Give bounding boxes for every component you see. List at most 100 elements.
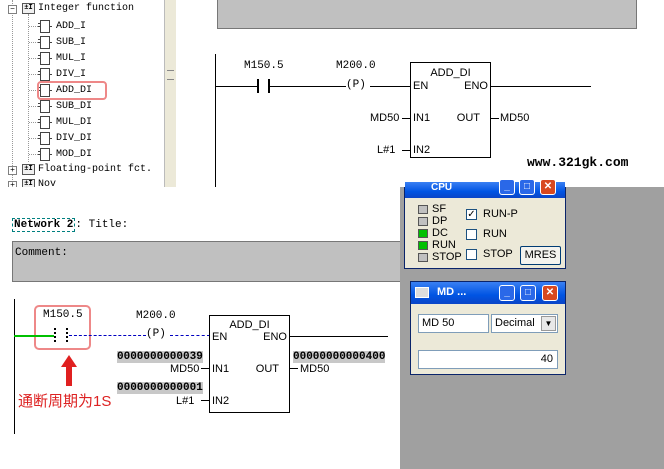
format-select-value: Decimal — [495, 317, 535, 329]
tree-item-mul-i[interactable]: MUL_I — [29, 50, 87, 66]
network-label[interactable]: Network 2 — [12, 218, 76, 232]
mode-label-run: RUN — [483, 228, 507, 240]
function-block-icon — [38, 67, 52, 81]
mode-checkbox-run-p[interactable]: ✓ — [466, 209, 477, 220]
contact-left-bar[interactable] — [257, 79, 259, 93]
value-field[interactable]: 40 — [418, 350, 558, 369]
eno-pin: ENO — [263, 331, 287, 343]
ladder-editor-bottom: Network 2: Title: Comment: M150.5 M200.0… — [0, 187, 402, 469]
highlight-box — [37, 81, 107, 100]
in1-operand[interactable]: MD50 — [370, 112, 400, 124]
en-pin: EN — [212, 331, 228, 343]
in2-status-value: 0000000000001 — [117, 382, 203, 394]
watermark: www.321gk.com — [527, 155, 629, 170]
tree-item-mod-di[interactable]: MOD_DI — [29, 146, 93, 162]
expand-icon[interactable]: + — [8, 181, 17, 187]
tree-item-add-i[interactable]: ADD_I — [29, 18, 87, 34]
out-status-value: 00000000000400 — [293, 351, 386, 363]
out-pin: OUT — [255, 363, 279, 375]
add-di-box[interactable]: ADD_DI EN ENO IN1 OUT IN2 — [410, 62, 491, 158]
comment-area[interactable]: Comment: — [12, 241, 402, 282]
contact-right-bar[interactable] — [268, 79, 270, 93]
led-stop — [418, 253, 428, 262]
maximize-icon[interactable]: □ — [520, 285, 536, 301]
tree-item-mul-di[interactable]: MUL_DI — [29, 114, 93, 130]
tree-item-label: ADD_I — [56, 20, 87, 32]
comment-area[interactable] — [217, 0, 637, 29]
led-dp — [418, 217, 428, 226]
tree-item-label: MOD_DI — [56, 148, 93, 160]
window-title: MD ... — [437, 286, 467, 298]
folder-icon: ±I — [22, 164, 35, 175]
expand-icon[interactable]: + — [8, 166, 17, 175]
tree-item-label: MUL_DI — [56, 116, 93, 128]
tree-item-label: ADD_DI — [56, 84, 93, 96]
led-label-dc: DC — [432, 227, 448, 239]
highlight-box — [34, 305, 91, 350]
power-rail — [14, 299, 15, 434]
contact-left-bar[interactable] — [54, 328, 56, 342]
minimize-icon[interactable]: _ — [499, 285, 515, 301]
led-label-stop: STOP — [432, 251, 462, 263]
in2-operand[interactable]: L#1 — [176, 395, 195, 407]
out-operand[interactable]: MD50 — [500, 112, 530, 124]
mode-checkbox-run[interactable] — [466, 229, 477, 240]
md-titlebar[interactable]: MD ... _ □ ✕ — [411, 282, 565, 304]
pulse-address: M200.0 — [136, 310, 176, 322]
pulse-coil[interactable]: (P) — [346, 79, 366, 91]
en-pin: EN — [413, 80, 429, 92]
tree-scrollbar[interactable] — [164, 0, 176, 187]
mode-label-stop: STOP — [483, 248, 513, 260]
chevron-down-icon[interactable]: ▼ — [541, 316, 556, 331]
tree-item-add-di[interactable]: ADD_DI — [29, 82, 93, 98]
contact-right-bar[interactable] — [66, 328, 68, 342]
window-title: CPU — [431, 182, 453, 193]
function-block-icon — [38, 19, 52, 33]
close-icon[interactable]: ✕ — [540, 179, 556, 195]
out-status-digits: 0000000000040 — [293, 351, 379, 363]
in1-operand[interactable]: MD50 — [170, 363, 200, 375]
collapse-icon[interactable]: − — [8, 5, 17, 14]
tree-item-label: MUL_I — [56, 52, 87, 64]
tree-item-label: DIV_I — [56, 68, 87, 80]
pulse-coil[interactable]: (P) — [146, 328, 166, 340]
close-icon[interactable]: ✕ — [542, 285, 558, 301]
mode-checkbox-stop[interactable] — [466, 249, 477, 260]
minimize-icon[interactable]: _ — [499, 179, 515, 195]
format-select[interactable]: Decimal ▼ — [491, 314, 558, 333]
function-block-icon — [38, 131, 52, 145]
tree-folder-label: Floating-point fct. — [38, 164, 153, 175]
in2-operand[interactable]: L#1 — [377, 144, 396, 156]
arrow-shaft — [66, 366, 72, 386]
tree-item-div-i[interactable]: DIV_I — [29, 66, 87, 82]
in2-pin: IN2 — [413, 144, 431, 156]
pulse-symbol: P — [152, 328, 160, 340]
pulse-address: M200.0 — [336, 60, 376, 72]
tree-item-div-di[interactable]: DIV_DI — [29, 130, 93, 146]
function-block-icon — [38, 147, 52, 161]
annotation-note: 通断周期为1S — [18, 393, 112, 410]
tree-item-sub-di[interactable]: SUB_DI — [29, 98, 92, 114]
scroll-grip-icon[interactable] — [167, 70, 174, 80]
mres-button[interactable]: MRES — [520, 246, 561, 265]
maximize-icon[interactable]: □ — [519, 179, 535, 195]
out-operand[interactable]: MD50 — [300, 363, 330, 375]
function-block-icon — [38, 35, 52, 49]
box-title: ADD_DI — [229, 319, 270, 331]
cpu-titlebar[interactable]: CPU _ □ ✕ — [405, 179, 565, 198]
in1-pin: IN1 — [413, 112, 431, 124]
function-block-icon — [38, 83, 52, 97]
out-status-suffix: 0 — [378, 351, 386, 363]
arrow-up-icon — [61, 355, 77, 367]
tree-item-label: DIV_DI — [56, 132, 93, 144]
add-di-box[interactable]: ADD_DI EN ENO IN1 OUT IN2 — [209, 315, 290, 413]
window-app-icon — [415, 287, 429, 298]
folder-icon: ±I — [22, 3, 35, 14]
pulse-symbol: P — [352, 79, 360, 91]
block-tree: − ±I Integer function ADD_I SUB_I MUL_I … — [0, 0, 163, 187]
tree-folder-label: Integer function — [38, 3, 135, 14]
tree-item-sub-i[interactable]: SUB_I — [29, 34, 86, 50]
tree-folder-label: Nov — [38, 179, 57, 187]
ladder-editor-top: M150.5 M200.0 (P) ADD_DI EN ENO IN1 OUT … — [177, 0, 664, 187]
address-field[interactable]: MD 50 — [418, 314, 489, 333]
